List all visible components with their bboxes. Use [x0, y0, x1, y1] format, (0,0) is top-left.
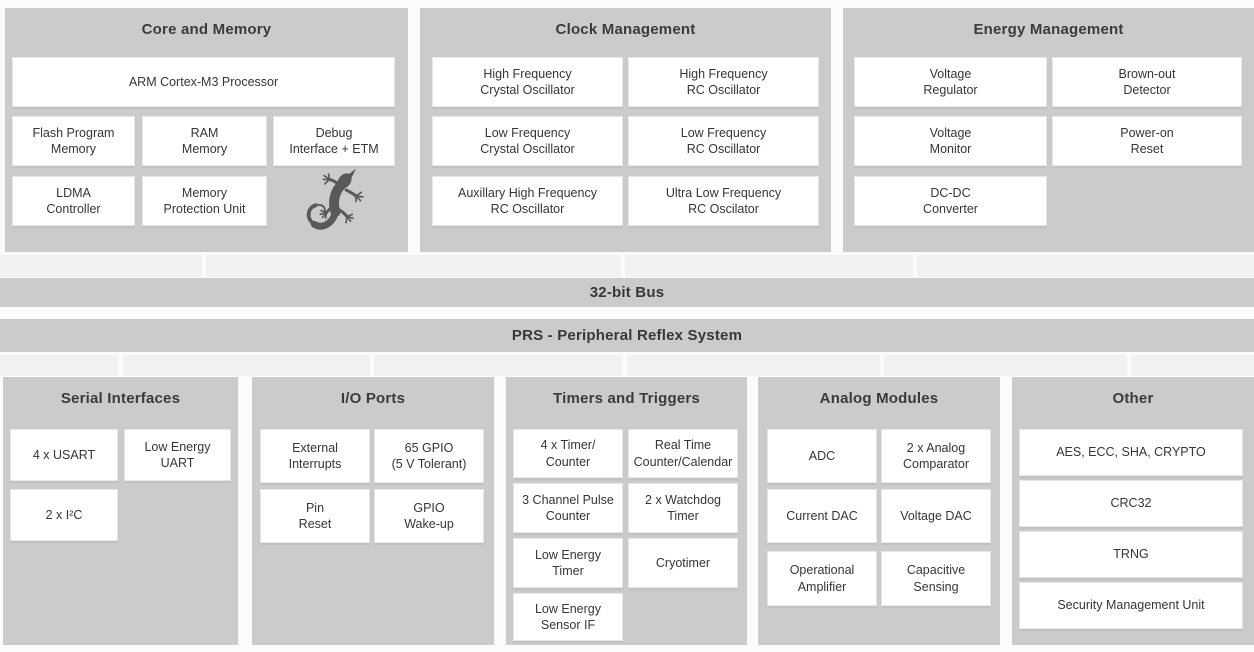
block-hf-rc-oscillator: High Frequency RC Oscillator	[628, 57, 819, 107]
panel-timers-and-triggers: Timers and Triggers 4 x Timer/ Counter R…	[506, 377, 747, 645]
panel-title-clock-management: Clock Management	[555, 21, 696, 38]
panel-energy-management: Energy Management Voltage Regulator Brow…	[843, 8, 1254, 252]
block-gpio-wake-up: GPIO Wake-up	[374, 489, 484, 543]
block-trng: TRNG	[1019, 531, 1243, 578]
block-memory-protection-unit: Memory Protection Unit	[142, 176, 267, 226]
block-ram-memory: RAM Memory	[142, 116, 267, 166]
panel-title-timers-and-triggers: Timers and Triggers	[553, 390, 700, 407]
block-operational-amplifier: Operational Amplifier	[767, 551, 877, 606]
bus-connector-row-bottom	[0, 355, 1254, 376]
block-watchdog-timer: 2 x Watchdog Timer	[628, 483, 738, 533]
block-low-energy-sensor-if: Low Energy Sensor IF	[513, 593, 623, 641]
bus-prs: PRS - Peripheral Reflex System	[0, 319, 1254, 352]
block-lf-rc-oscillator: Low Frequency RC Oscillator	[628, 116, 819, 166]
block-ldma-controller: LDMA Controller	[12, 176, 135, 226]
block-power-on-reset: Power-on Reset	[1052, 116, 1242, 166]
block-brown-out-detector: Brown-out Detector	[1052, 57, 1242, 107]
block-lf-crystal-oscillator: Low Frequency Crystal Oscillator	[432, 116, 623, 166]
panel-title-analog-modules: Analog Modules	[819, 390, 939, 407]
bus-connector-row-top	[0, 255, 1254, 277]
panel-io-ports: I/O Ports External Interrupts 65 GPIO (5…	[252, 377, 494, 645]
block-aes-ecc-sha-crypto: AES, ECC, SHA, CRYPTO	[1019, 429, 1243, 476]
bus-32bit: 32-bit Bus	[0, 278, 1254, 307]
bus-connector	[0, 255, 202, 277]
block-voltage-dac: Voltage DAC	[881, 489, 991, 543]
block-dc-dc-converter: DC-DC Converter	[854, 176, 1047, 226]
block-cryotimer: Cryotimer	[628, 538, 738, 588]
block-voltage-regulator: Voltage Regulator	[854, 57, 1047, 107]
bus-connector	[123, 355, 370, 376]
panel-title-energy-management: Energy Management	[973, 21, 1124, 38]
block-security-management-unit: Security Management Unit	[1019, 582, 1243, 629]
block-pulse-counter: 3 Channel Pulse Counter	[513, 483, 623, 533]
bus-connector	[625, 255, 913, 277]
block-voltage-monitor: Voltage Monitor	[854, 116, 1047, 166]
panel-analog-modules: Analog Modules ADC 2 x Analog Comparator…	[758, 377, 1000, 645]
block-hf-crystal-oscillator: High Frequency Crystal Oscillator	[432, 57, 623, 107]
panel-core-and-memory: Core and Memory ARM Cortex-M3 Processor …	[5, 8, 408, 252]
panel-title-other: Other	[1112, 390, 1154, 407]
block-analog-comparator: 2 x Analog Comparator	[881, 429, 991, 483]
panel-other: Other AES, ECC, SHA, CRYPTO CRC32 TRNG S…	[1012, 377, 1254, 645]
panel-clock-management: Clock Management High Frequency Crystal …	[420, 8, 831, 252]
block-arm-cortex-m3-processor: ARM Cortex-M3 Processor	[12, 57, 395, 107]
block-external-interrupts: External Interrupts	[260, 429, 370, 483]
panel-title-io-ports: I/O Ports	[340, 390, 406, 407]
panel-serial-interfaces: Serial Interfaces 4 x USART Low Energy U…	[3, 377, 238, 645]
bus-prs-label: PRS - Peripheral Reflex System	[511, 327, 743, 344]
block-current-dac: Current DAC	[767, 489, 877, 543]
bus-connector	[1131, 355, 1254, 376]
block-usart: 4 x USART	[10, 429, 118, 481]
bus-32bit-label: 32-bit Bus	[589, 284, 665, 301]
block-flash-program-memory: Flash Program Memory	[12, 116, 135, 166]
block-aux-hf-rc-oscillator: Auxillary High Frequency RC Oscillator	[432, 176, 623, 226]
bus-connector	[627, 355, 880, 376]
block-ultra-lf-rc-oscillator: Ultra Low Frequency RC Oscilator	[628, 176, 819, 226]
block-adc: ADC	[767, 429, 877, 483]
bus-connector	[374, 355, 622, 376]
block-debug-interface-etm: Debug Interface + ETM	[273, 116, 395, 166]
block-crc32: CRC32	[1019, 480, 1243, 527]
gecko-logo-icon	[298, 168, 376, 244]
bus-connector	[884, 355, 1127, 376]
block-low-energy-uart: Low Energy UART	[124, 429, 231, 481]
panel-title-serial-interfaces: Serial Interfaces	[60, 390, 181, 407]
block-65-gpio: 65 GPIO (5 V Tolerant)	[374, 429, 484, 483]
bus-connector	[917, 255, 1254, 277]
block-low-energy-timer: Low Energy Timer	[513, 538, 623, 588]
bus-connector	[206, 255, 621, 277]
block-real-time-counter-calendar: Real Time Counter/Calendar	[628, 429, 738, 478]
block-i2c: 2 x I²C	[10, 489, 118, 541]
panel-title-core-and-memory: Core and Memory	[141, 21, 272, 38]
block-capacitive-sensing: Capacitive Sensing	[881, 551, 991, 606]
block-timer-counter: 4 x Timer/ Counter	[513, 429, 623, 478]
block-pin-reset: Pin Reset	[260, 489, 370, 543]
bus-connector	[0, 355, 118, 376]
